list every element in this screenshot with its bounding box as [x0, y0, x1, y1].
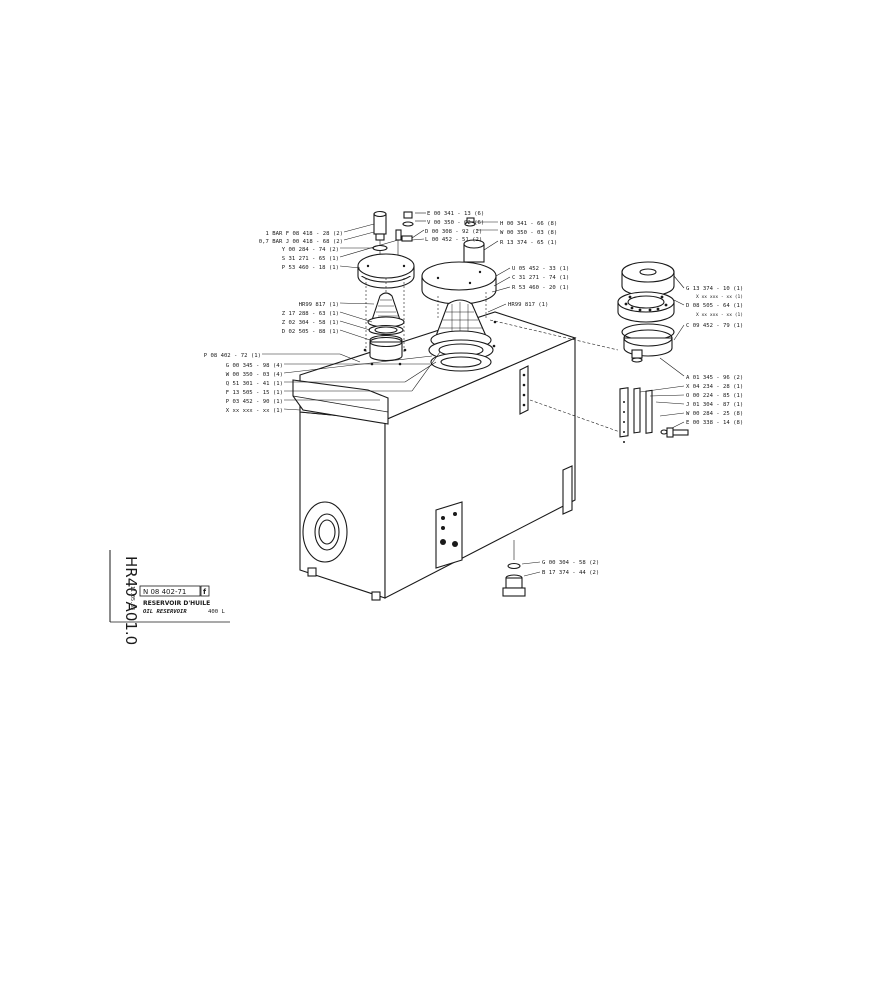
side-inspection-plate	[435, 501, 463, 569]
callouts-far-right: G 13 374 - 10 (1) X xx xxx - xx (1) D 08…	[686, 286, 743, 426]
callout-label: 1 BAR F 08 418 - 28 (2)	[266, 231, 343, 237]
callout-label: P 08 402 - 72 (1)	[204, 353, 261, 359]
callouts-center: E 00 341 - 13 (6) V 00 350 - 02 (6) D 00…	[425, 211, 484, 243]
callout-label: E 00 338 - 14 (8)	[686, 420, 743, 426]
sheet-date: 11.05.83	[129, 586, 135, 610]
callout-label: W 00 350 - 03 (8)	[500, 230, 557, 236]
sheet-title-en: OIL RESERVOIR	[143, 609, 187, 615]
callout-label: D 02 505 - 88 (1)	[282, 329, 339, 335]
callout-label: W 00 350 - 03 (4)	[226, 372, 283, 378]
breather-filter-assembly	[357, 210, 415, 366]
callout-label: X xx xxx - xx (1)	[696, 294, 743, 300]
callout-label: G 13 374 - 10 (1)	[686, 286, 743, 292]
sheet-capacity: 400 L	[208, 609, 225, 615]
callout-label: Y 00 284 - 74 (2)	[282, 247, 339, 253]
center-suction-screen-assembly	[401, 211, 497, 372]
callout-label: V 00 350 - 02 (6)	[427, 220, 484, 226]
callout-label: W 00 284 - 25 (8)	[686, 411, 743, 417]
sheet-code-vertical: HR40 A01.0	[122, 556, 140, 645]
callout-label: D 00 308 - 92 (2)	[425, 229, 482, 235]
callout-label: L 00 452 - 51 (2)	[425, 237, 482, 243]
side-bracket	[562, 465, 573, 515]
callout-label: H 00 341 - 66 (8)	[500, 221, 557, 227]
sheet-part-number: N 08 402-71	[143, 588, 186, 596]
sight-glass-parts	[619, 387, 689, 443]
callout-label: A 01 345 - 96 (2)	[686, 375, 743, 381]
callout-label: Q 51 301 - 41 (1)	[226, 381, 283, 387]
callout-label: Z 17 288 - 63 (1)	[282, 311, 339, 317]
callout-label: U 05 452 - 33 (1)	[512, 266, 569, 272]
callout-label: P 53 460 - 18 (1)	[282, 265, 339, 271]
callout-label: Z 02 304 - 58 (1)	[282, 320, 339, 326]
title-block: HR40 A01.0 11.05.83 N 08 402-71 f RESERV…	[109, 550, 230, 645]
drain-plug	[502, 540, 526, 597]
callout-label: S 31 271 - 65 (1)	[282, 256, 339, 262]
callouts-bottom: G 00 304 - 58 (2) B 17 374 - 44 (2)	[542, 560, 599, 576]
sheet-revision: f	[203, 588, 207, 596]
callout-label: G 00 304 - 58 (2)	[542, 560, 599, 566]
callout-label: C 31 271 - 74 (1)	[512, 275, 569, 281]
callout-label: HR99 817 (1)	[299, 302, 339, 308]
callout-label: B 17 374 - 44 (2)	[542, 570, 599, 576]
callout-label: X 04 234 - 28 (1)	[686, 384, 743, 390]
callout-label: HR99 817 (1)	[508, 302, 548, 308]
callout-label: O 00 224 - 85 (1)	[686, 393, 743, 399]
callouts-right: H 00 341 - 66 (8) W 00 350 - 03 (8) R 13…	[500, 221, 569, 308]
callout-label: D 08 505 - 64 (1)	[686, 303, 743, 309]
callout-label: 0,7 BAR J 00 418 - 68 (2)	[259, 239, 343, 245]
callout-label: J 01 304 - 87 (1)	[686, 402, 743, 408]
front-port-flange	[302, 501, 348, 563]
level-gauge-slot	[519, 365, 529, 415]
callouts-left: 1 BAR F 08 418 - 28 (2) 0,7 BAR J 00 418…	[204, 231, 343, 414]
callout-label: F 13 505 - 15 (1)	[226, 390, 283, 396]
callout-label: X xx xxx - xx (1)	[696, 312, 743, 318]
callout-label: E 00 341 - 13 (6)	[427, 211, 484, 217]
callout-label: G 00 345 - 98 (4)	[226, 363, 283, 369]
callout-label: C 09 452 - 79 (1)	[686, 323, 743, 329]
callout-label: P 03 452 - 90 (1)	[226, 399, 283, 405]
right-bearing-cover-assembly	[617, 261, 675, 363]
callout-label: R 13 374 - 65 (1)	[500, 240, 557, 246]
callout-label: R 53 460 - 20 (1)	[512, 285, 569, 291]
leader-lines	[262, 212, 685, 577]
callout-label: X xx xxx - xx (1)	[226, 408, 283, 414]
sheet-title-fr: RESERVOIR D'HUILE	[143, 600, 210, 607]
